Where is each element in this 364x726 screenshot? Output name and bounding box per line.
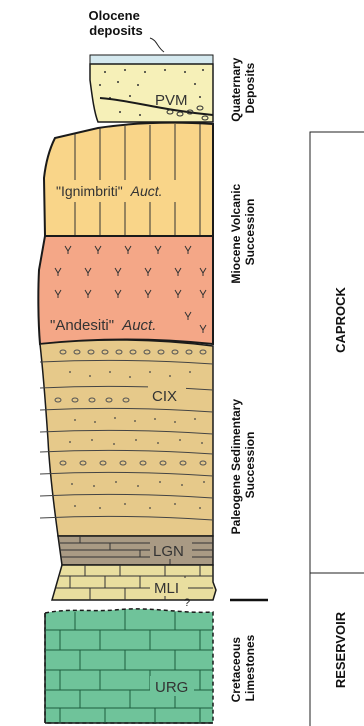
pvm-label: PVM <box>155 92 188 109</box>
ignimbriti-name: "Ignimbriti" <box>56 183 123 199</box>
mli-unit-layer <box>52 565 216 600</box>
reservoir-label: RESERVOIR <box>333 611 348 688</box>
quaternary-deposits-label: Quaternary Deposits <box>229 54 257 121</box>
cix-unit-layer <box>40 340 213 536</box>
caprock-label: CAPROCK <box>333 287 348 353</box>
paleogene-line2: Succession <box>243 432 257 499</box>
andesiti-auct: Auct. <box>121 317 156 334</box>
ignimbriti-unit-layer <box>44 123 213 236</box>
andesiti-name: "Andesiti" <box>50 317 114 334</box>
quaternary-line2: Deposits <box>243 62 257 113</box>
mli-label: MLI <box>154 580 179 597</box>
lgn-label: LGN <box>153 543 184 560</box>
ignimbriti-auct: Auct. <box>130 183 163 199</box>
olocene-deposits-label: Olocene deposits <box>89 8 144 38</box>
cretaceous-limestones-label: Cretaceous Limestones <box>229 634 257 703</box>
paleogene-sedimentary-label: Paleogene Sedimentary Succession <box>229 396 257 535</box>
olocene-line1: Olocene <box>89 8 140 23</box>
ignimbriti-label: "Ignimbriti" Auct. <box>56 183 163 199</box>
cretaceous-line2: Limestones <box>243 634 257 701</box>
uncertain-contact-mark: ? <box>184 597 190 609</box>
quaternary-line1: Quaternary <box>229 57 243 121</box>
miocene-line1: Miocene Volcanic <box>229 183 243 283</box>
olocene-leader-line <box>150 38 164 52</box>
olocene-deposits-layer <box>90 55 213 64</box>
cretaceous-line1: Cretaceous <box>229 637 243 703</box>
olocene-line2: deposits <box>89 23 142 38</box>
andesiti-label: "Andesiti" Auct. <box>50 317 156 334</box>
cix-label: CIX <box>152 388 177 405</box>
paleogene-line1: Paleogene Sedimentary <box>229 399 243 535</box>
miocene-volcanic-label: Miocene Volcanic Succession <box>229 180 257 283</box>
urg-label: URG <box>155 679 188 696</box>
miocene-line2: Succession <box>243 199 257 266</box>
urg-unit-layer <box>45 609 213 723</box>
